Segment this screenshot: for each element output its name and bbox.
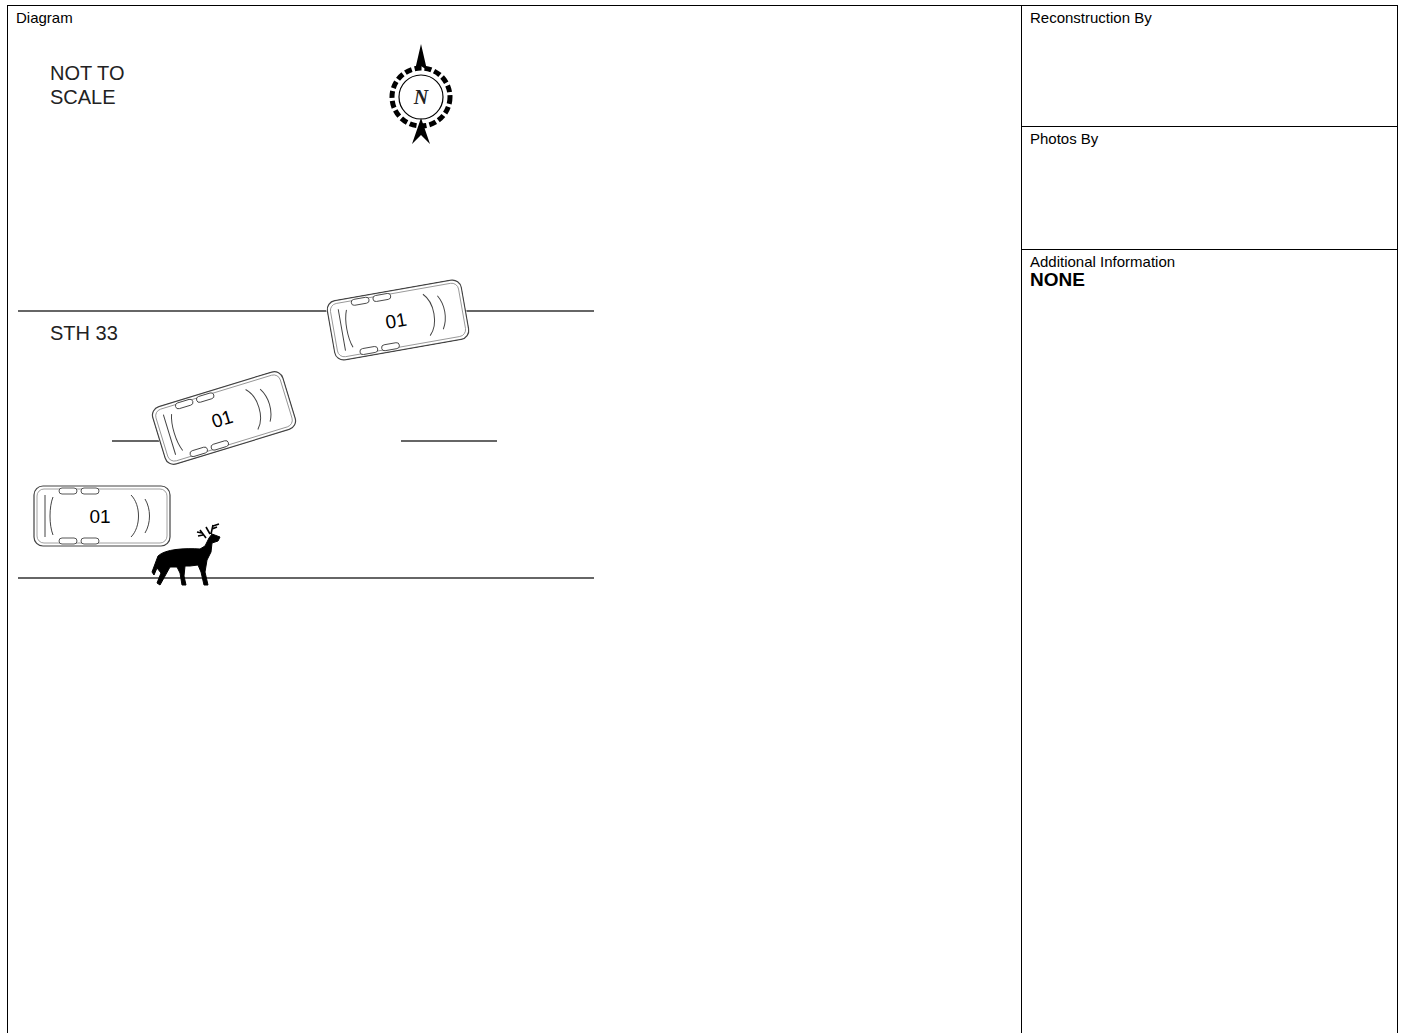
road-edge <box>18 577 594 578</box>
road-edge <box>18 310 594 311</box>
vehicle-number: 01 <box>384 309 408 331</box>
vehicle-box: 01 <box>33 485 171 547</box>
north-compass <box>392 44 450 144</box>
vehicle-number: 01 <box>89 507 110 526</box>
compass-letter: N <box>409 85 433 109</box>
info-panel: Additional InformationNONE <box>1021 249 1398 1033</box>
panel-heading: Additional Information <box>1022 250 1397 270</box>
road-name: STH 33 <box>50 321 170 345</box>
panel-heading: Photos By <box>1022 127 1397 147</box>
panel-note: NONE <box>1022 270 1397 290</box>
panel-heading: Reconstruction By <box>1022 6 1397 26</box>
vehicle-box: 01 <box>325 277 472 362</box>
scale-note: NOT TO SCALE <box>50 61 140 109</box>
center-line <box>401 440 497 441</box>
vehicle-box: 01 <box>149 368 299 468</box>
panel-heading: Diagram <box>8 6 1021 26</box>
info-panel: Photos By <box>1021 126 1398 250</box>
center-line <box>112 440 160 441</box>
info-panel: Reconstruction By <box>1021 5 1398 127</box>
diagram-panel: Diagram 01 01 01 <box>7 5 1022 1033</box>
